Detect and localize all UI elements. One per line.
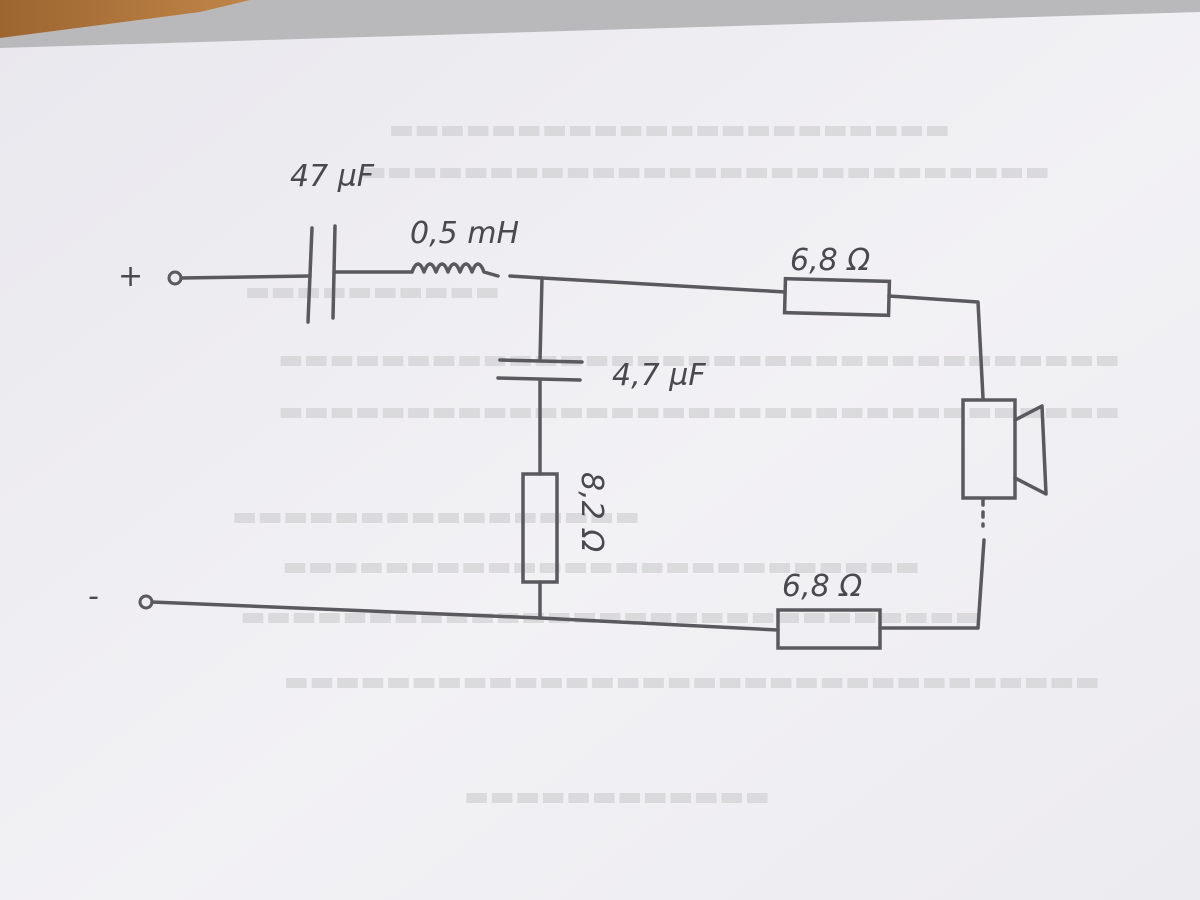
wire-junction-to-c2 bbox=[538, 276, 544, 362]
svg-text:▬▬▬▬▬▬▬▬▬▬▬▬▬▬▬▬▬▬▬▬▬▬▬▬▬▬▬▬▬▬: ▬▬▬▬▬▬▬▬▬▬▬▬▬▬▬▬▬▬▬▬▬▬▬▬▬▬▬▬▬▬▬▬ bbox=[284, 666, 1100, 697]
l1-label: 0,5 mH bbox=[410, 216, 519, 251]
wire-rtop-to-speaker bbox=[887, 294, 985, 400]
resistor-top bbox=[782, 276, 892, 318]
r-shunt-label: 8,2 Ω bbox=[574, 472, 609, 552]
wire-minus-to-rbottom bbox=[150, 600, 780, 632]
svg-text:▬▬▬▬▬▬▬▬▬▬: ▬▬▬▬▬▬▬▬▬▬ bbox=[245, 276, 500, 307]
paper-sheet bbox=[0, 12, 1200, 900]
speaker-icon bbox=[961, 398, 1048, 528]
wire-rbottom-to-speaker bbox=[878, 538, 986, 630]
wire-plus-to-c1 bbox=[179, 274, 312, 280]
svg-text:▬▬▬▬▬▬▬▬▬▬▬▬▬▬▬▬: ▬▬▬▬▬▬▬▬▬▬▬▬▬▬▬▬ bbox=[232, 501, 640, 532]
inductor-l1 bbox=[410, 262, 500, 278]
wire-junction-to-rtop bbox=[540, 276, 787, 294]
table-corner bbox=[0, 0, 250, 38]
svg-text:▬▬▬▬▬▬▬▬▬▬▬▬: ▬▬▬▬▬▬▬▬▬▬▬▬ bbox=[464, 781, 770, 812]
svg-text:▬▬▬▬▬▬▬▬▬▬▬▬▬▬▬▬▬▬▬▬▬▬: ▬▬▬▬▬▬▬▬▬▬▬▬▬▬▬▬▬▬▬▬▬▬ bbox=[389, 114, 950, 145]
svg-text:▬▬▬▬▬▬▬▬▬▬▬▬▬▬▬▬▬▬▬▬▬▬▬▬▬: ▬▬▬▬▬▬▬▬▬▬▬▬▬▬▬▬▬▬▬▬▬▬▬▬▬ bbox=[282, 551, 920, 582]
plus-label: + bbox=[118, 259, 143, 294]
svg-text:▬▬▬▬▬▬▬▬▬▬▬▬▬▬▬▬▬▬▬▬▬▬▬▬▬▬▬: ▬▬▬▬▬▬▬▬▬▬▬▬▬▬▬▬▬▬▬▬▬▬▬▬▬▬▬ bbox=[361, 156, 1050, 187]
show-through-text: ▬▬▬▬▬▬▬▬▬▬▬▬▬▬▬▬▬▬▬▬▬▬ ▬▬▬▬▬▬▬▬▬▬▬▬▬▬▬▬▬… bbox=[232, 114, 1120, 812]
c2-label: 4,7 µF bbox=[612, 358, 706, 393]
r-top-label: 6,8 Ω bbox=[790, 243, 870, 278]
svg-text:▬▬▬▬▬▬▬▬▬▬▬▬▬▬▬▬▬▬▬▬▬▬▬▬▬▬▬▬▬: ▬▬▬▬▬▬▬▬▬▬▬▬▬▬▬▬▬▬▬▬▬▬▬▬▬▬▬▬▬ bbox=[240, 601, 980, 632]
minus-label: - bbox=[88, 579, 99, 614]
c1-label: 47 µF bbox=[290, 159, 375, 194]
wire-l1-to-junction bbox=[508, 274, 544, 280]
r-bottom-label: 6,8 Ω bbox=[782, 569, 862, 604]
